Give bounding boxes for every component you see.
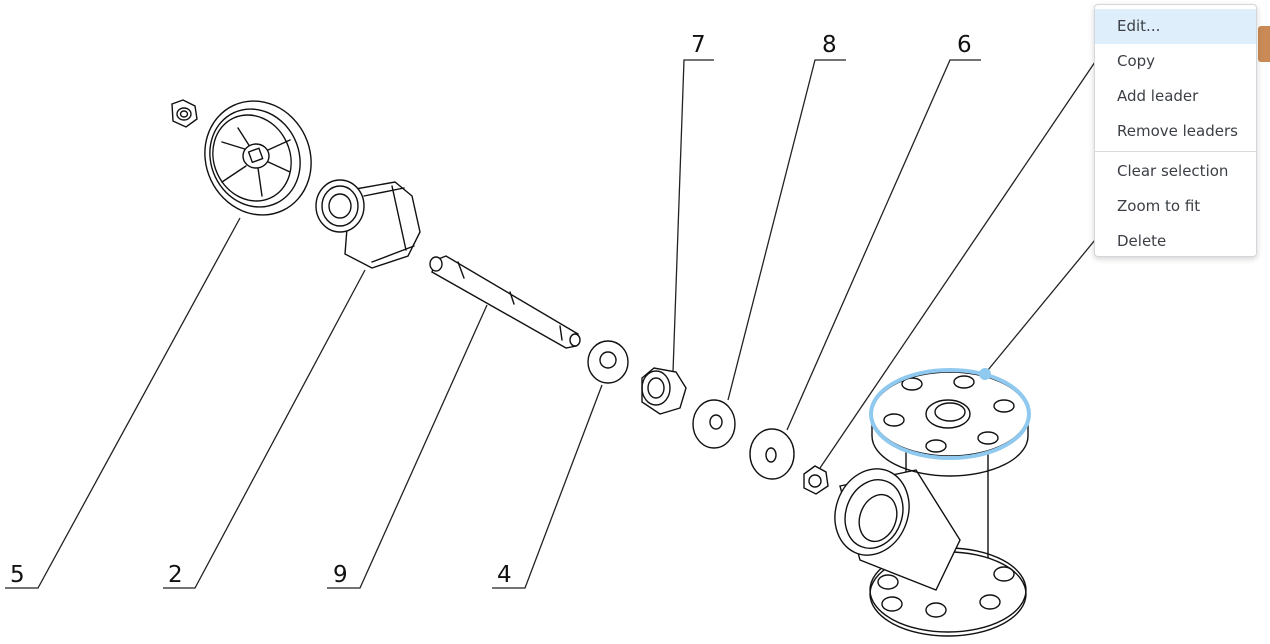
part-bonnet[interactable] — [315, 179, 421, 269]
menu-item-remove-leaders[interactable]: Remove leaders — [1117, 122, 1238, 140]
part-handwheel[interactable] — [186, 83, 329, 232]
menu-item-add-leader[interactable]: Add leader — [1117, 87, 1199, 105]
balloon-7[interactable]: 7 — [691, 32, 706, 58]
selection-handle[interactable] — [979, 368, 991, 380]
menu-item-copy[interactable]: Copy — [1117, 52, 1156, 70]
balloon-6[interactable]: 6 — [957, 32, 972, 58]
menu-item-edit[interactable]: Edit... — [1095, 9, 1256, 44]
balloon-9[interactable]: 9 — [333, 562, 348, 588]
context-menu: Edit... Copy Add leader Remove leaders C… — [1094, 4, 1257, 257]
menu-separator — [1095, 151, 1256, 152]
leader-lines — [5, 59, 1096, 589]
part-gland-nut-7[interactable] — [641, 367, 687, 415]
part-small-nut-top[interactable] — [171, 99, 198, 128]
part-washer-4[interactable] — [587, 340, 629, 384]
part-washer-8[interactable] — [692, 399, 736, 449]
balloon-4[interactable]: 4 — [497, 562, 512, 588]
selection-highlight — [869, 368, 1031, 460]
menu-item-clear-selection[interactable]: Clear selection — [1117, 162, 1229, 180]
part-washer-6[interactable] — [749, 428, 795, 480]
part-small-nut[interactable] — [803, 465, 829, 495]
part-stem[interactable] — [429, 255, 581, 349]
menu-item-zoom-to-fit[interactable]: Zoom to fit — [1117, 197, 1201, 215]
balloon-2[interactable]: 2 — [168, 562, 183, 588]
balloon-8[interactable]: 8 — [822, 32, 837, 58]
balloon-5[interactable]: 5 — [10, 562, 25, 588]
panel-edge-tab[interactable] — [1258, 26, 1270, 62]
part-valve-body[interactable] — [823, 368, 1031, 637]
menu-item-delete[interactable]: Delete — [1117, 232, 1167, 250]
